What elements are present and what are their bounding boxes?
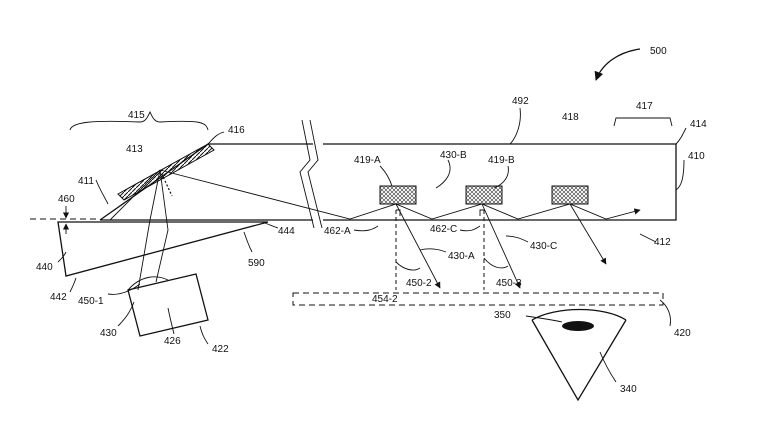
leader-444 [261,221,279,229]
ray-out-1 [395,203,441,289]
display-plane-454-2 [292,292,664,306]
ray-out-2 [481,203,521,289]
leader-412 [639,233,657,243]
ray-input-lower [137,169,161,291]
eye-cone [531,319,627,402]
normal-tick-2 [479,209,484,216]
label-460: 460 [58,194,75,205]
label-430-c: 430-C [530,241,557,252]
label-426: 426 [164,336,181,347]
reference-labels: 415 416 413 411 460 440 442 450-1 430 42… [36,96,707,395]
label-462-c: 462-C [430,224,457,235]
grating-419-b [465,185,503,205]
label-419-b: 419-B [488,155,515,166]
label-442: 442 [50,292,67,303]
leader-419a [379,165,393,187]
leader-442 [69,277,77,293]
gratings [379,185,589,205]
label-454-2: 454-2 [372,294,398,305]
leader-419b [493,165,509,189]
label-492: 492 [512,96,529,107]
label-444: 444 [278,226,295,237]
angle-arc-450-3 [483,257,509,269]
label-430-a: 430-A [448,251,475,262]
leader-410 [675,159,685,191]
brace-415 [69,110,209,131]
waveguide-body-right [323,143,677,221]
label-416: 416 [228,125,245,136]
label-422: 422 [212,344,229,355]
label-411: 411 [78,176,94,187]
label-412: 412 [654,237,671,248]
leader-420 [659,299,671,327]
leader-492 [509,107,521,145]
label-414: 414 [690,119,707,130]
figure-reference: 500 [594,46,667,81]
leader-411 [95,179,109,205]
figure-pointer-arrow [594,48,641,81]
grating-419-c [551,185,589,205]
leader-440 [57,251,67,263]
projector-body [127,273,209,337]
brace-417 [613,117,673,127]
eye-lid-top [531,308,627,321]
projector-arc [127,276,169,291]
label-590: 590 [248,258,265,269]
normals [395,209,509,290]
label-350: 350 [494,310,511,321]
break-line-right [307,119,323,229]
label-420: 420 [674,328,691,339]
ray-dotted-normal [159,169,173,197]
leader-422 [199,325,209,345]
label-413: 413 [126,144,143,155]
leader-lines [57,107,687,383]
leader-430a [419,248,447,253]
break-line-left [299,119,315,229]
ray-input-axis [155,169,169,283]
leader-416 [207,131,225,145]
label-419-a: 419-A [354,155,381,166]
label-450-2: 450-2 [406,278,432,289]
leader-462a [353,225,379,232]
leader-426 [167,307,175,335]
grating-419-a [379,185,417,205]
ray-out-3 [569,203,607,265]
leader-450-1 [107,283,141,295]
label-417: 417 [636,101,653,112]
eye-340 [531,308,627,402]
leader-350 [525,315,563,323]
ray-reflected [109,169,161,221]
label-340: 340 [620,384,637,395]
projector-422 [127,273,209,337]
eye-pupil-350 [562,321,594,331]
label-430-b: 430-B [440,150,467,161]
prism-outline [57,221,269,277]
label-415: 415 [128,110,145,121]
figure-number-label: 500 [650,46,667,57]
leader-462c [459,225,481,232]
normal-tick-1 [396,209,401,216]
label-418: 418 [562,112,579,123]
label-450-1: 450-1 [78,296,104,307]
label-462-a: 462-A [324,226,351,237]
leader-430 [117,301,135,327]
label-430: 430 [100,328,117,339]
leader-430c [505,235,529,243]
label-410: 410 [688,151,705,162]
leader-340 [599,351,617,383]
light-rays [109,169,641,291]
leader-590 [243,231,253,253]
leader-414 [675,127,687,145]
angle-arc-450-2 [395,261,421,271]
label-440: 440 [36,262,53,273]
prism-440 [57,221,269,277]
leader-430b [435,159,451,189]
label-450-3: 450-3 [496,278,522,289]
